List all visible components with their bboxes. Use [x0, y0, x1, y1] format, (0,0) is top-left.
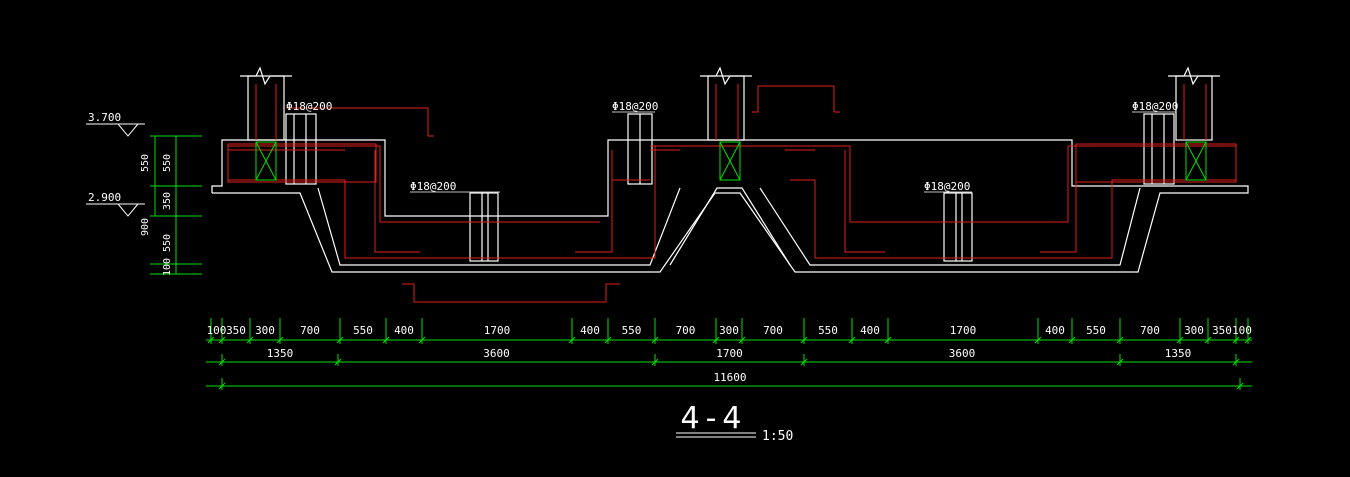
sleeve-5 [1143, 113, 1175, 185]
dim-row1-value: 700 [300, 324, 320, 337]
rebar-bottom-center [790, 179, 1236, 259]
level-bottom: 2.900 [88, 191, 121, 204]
break-mark-right [1168, 66, 1220, 86]
break-mark-center [700, 66, 752, 86]
dim-row1-value: 100 [1232, 324, 1252, 337]
dim-row1-value: 400 [860, 324, 880, 337]
sleeve-4 [943, 192, 973, 262]
rebar-label-1: Φ18@200 [286, 100, 332, 113]
dim-row2-value: 1700 [716, 347, 743, 360]
rebar-layer [227, 84, 1237, 303]
dim-row1-value: 350 [226, 324, 246, 337]
vdim-1: 550 [140, 154, 151, 172]
rebar-inner-left [374, 150, 420, 253]
rebar-label-3: Φ18@200 [410, 180, 456, 193]
sleeve-1 [285, 113, 317, 185]
dim-row1-value: 550 [622, 324, 642, 337]
rebar-label-4: Φ18@200 [924, 180, 970, 193]
vdim-5: 550 [162, 234, 173, 252]
rebar-inner-left-2 [575, 150, 613, 253]
dim-row1-value: 700 [1140, 324, 1160, 337]
section-pointer-1 [320, 107, 434, 137]
rebar-inner-right [1040, 150, 1077, 253]
wall-left [247, 75, 285, 141]
vdim-3: 350 [162, 192, 173, 210]
slab-inner-line-2 [759, 187, 1141, 266]
rebar-inner-center [844, 150, 885, 253]
dim-row2-value: 3600 [483, 347, 510, 360]
center-ridge [669, 187, 791, 266]
section-pointer-2 [752, 85, 840, 113]
dim-row1-value: 100 [207, 324, 227, 337]
wall-center [707, 75, 745, 141]
section-pointer-3 [402, 283, 620, 303]
dim-row2-value: 1350 [267, 347, 294, 360]
vdim-4: 900 [140, 218, 151, 236]
dim-row2-value: 3600 [949, 347, 976, 360]
section-label: 4-4 [681, 401, 748, 436]
rebar-label-2: Φ18@200 [612, 100, 658, 113]
dim-row1-value: 550 [818, 324, 838, 337]
sleeve-3 [469, 192, 499, 262]
dim-row1-value: 300 [1184, 324, 1204, 337]
dim-row1-value: 400 [394, 324, 414, 337]
dim-row2-value: 1350 [1165, 347, 1192, 360]
dim-row1-value: 350 [1212, 324, 1232, 337]
slab-inner-line [317, 187, 681, 266]
break-mark-left [240, 66, 292, 86]
slab-outline [211, 139, 1249, 273]
dim-row1-value: 1700 [950, 324, 977, 337]
dim-row1-value: 300 [255, 324, 275, 337]
rebar-bottom-left [228, 145, 700, 259]
rebar-label-5: Φ18@200 [1132, 100, 1178, 113]
dim-total: 11600 [713, 371, 746, 384]
dim-row1-value: 400 [580, 324, 600, 337]
rebar-top-left [228, 145, 600, 223]
dim-row1-value: 700 [676, 324, 696, 337]
column-markers [255, 141, 1207, 181]
dim-row1-value: 1700 [484, 324, 511, 337]
dim-row1-value: 700 [763, 324, 783, 337]
rebar-labels: Φ18@200 Φ18@200 Φ18@200 Φ18@200 Φ18@200 [286, 100, 1178, 193]
dim-row1-value: 300 [719, 324, 739, 337]
vdim-6: 100 [162, 258, 173, 276]
dim-row1-value: 550 [353, 324, 373, 337]
dim-row1-value: 400 [1045, 324, 1065, 337]
level-top: 3.700 [88, 111, 121, 124]
section-scale: 1:50 [762, 429, 793, 444]
level-marks: 3.700 2.900 550 550 350 900 550 100 [86, 111, 202, 276]
dim-row1-value: 550 [1086, 324, 1106, 337]
concrete-outline [211, 66, 1249, 273]
section-title: 4-4 1:50 [676, 401, 793, 444]
wall-right [1175, 75, 1213, 141]
vdim-2: 550 [162, 154, 173, 172]
